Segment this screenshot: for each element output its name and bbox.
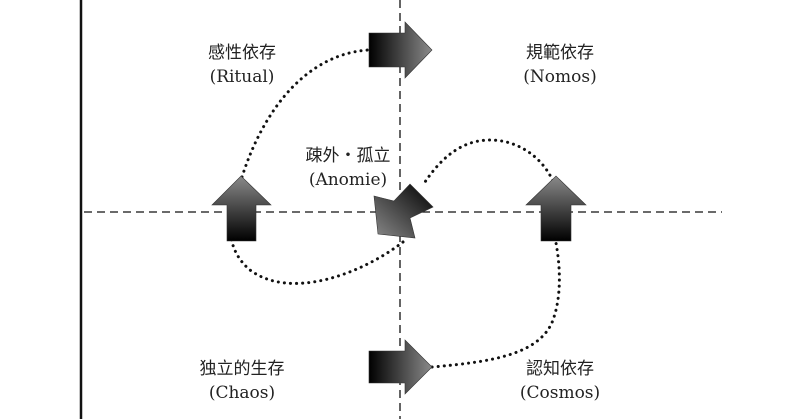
- quadrant-sub: (Ritual): [209, 67, 275, 87]
- arrow-right-top-icon: [368, 21, 433, 79]
- quadrant-label-cosmos: 認知依存 (Cosmos): [506, 357, 614, 405]
- quadrant-sub: (Anomie): [308, 170, 388, 190]
- quadrant-sub: (Cosmos): [519, 383, 601, 403]
- path-ritual-to-nomos: [240, 48, 370, 179]
- arrow-up-right-icon: [525, 175, 587, 242]
- arrow-up-left-icon: [211, 175, 272, 242]
- quadrant-name: 感性依存: [208, 43, 276, 63]
- quadrant-sub: (Nomos): [523, 67, 597, 87]
- quadrant-name: 独立的生存: [199, 359, 285, 379]
- path-cosmos-to-anomie: [423, 138, 559, 194]
- arrow-diagonal-center-icon: [373, 183, 434, 239]
- path-chaos-to-cosmos: [430, 241, 561, 369]
- quadrant-label-ritual: 感性依存 (Ritual): [194, 41, 290, 89]
- quadrant-label-chaos: 独立的生存 (Chaos): [184, 357, 300, 405]
- arrow-right-bottom-icon: [368, 339, 433, 395]
- quadrant-sub: (Chaos): [208, 383, 276, 403]
- quadrant-name: 認知依存: [526, 359, 594, 379]
- quadrant-name: 規範依存: [526, 43, 594, 63]
- quadrant-label-nomos: 規範依存 (Nomos): [512, 41, 608, 89]
- quadrant-name: 疎外・孤立: [305, 146, 391, 166]
- quadrant-label-anomie: 疎外・孤立 (Anomie): [292, 144, 404, 192]
